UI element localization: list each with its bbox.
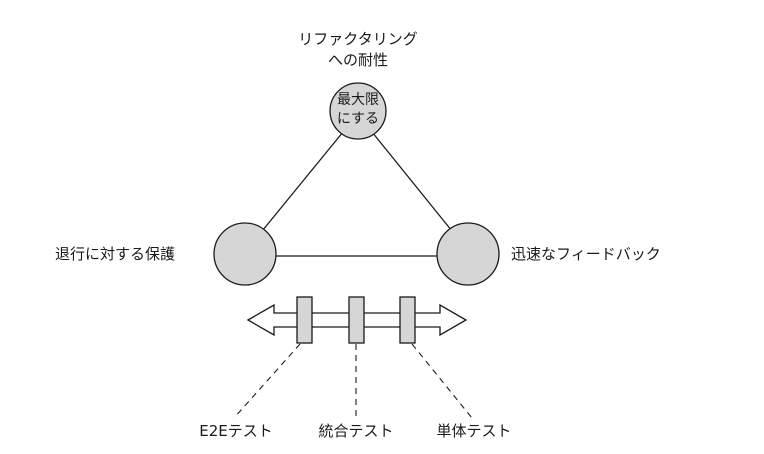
unit-test-label: 単体テスト: [436, 422, 511, 440]
integration-test-label: 統合テスト: [318, 422, 393, 440]
edge-top-left: [257, 131, 344, 237]
top-node-circle: [329, 82, 387, 140]
right-vertex: 迅速なフィードバック: [436, 222, 661, 286]
edge-top-right: [371, 131, 457, 237]
left-vertex-label: 退行に対する保護: [55, 245, 175, 263]
unit-test-marker: [399, 296, 416, 344]
left-node-circle: [213, 222, 277, 286]
e2e-test-label: E2Eテスト: [199, 422, 273, 440]
top-vertex-label-line1: リファクタリング: [298, 30, 417, 48]
e2e-test-marker: [296, 296, 313, 344]
top-node-text-line2: にする: [337, 111, 379, 127]
top-vertex-label-line2: への耐性: [328, 51, 388, 69]
unit-test-leader: [411, 343, 473, 419]
integration-test-marker: [348, 296, 365, 344]
e2e-test-leader: [233, 343, 301, 419]
top-node-text-line1: 最大限: [337, 92, 379, 108]
top-vertex: リファクタリング への耐性 最大限 にする: [298, 30, 418, 140]
left-vertex: 退行に対する保護: [55, 222, 277, 286]
right-node-circle: [436, 222, 500, 286]
right-vertex-label: 迅速なフィードバック: [511, 245, 661, 263]
